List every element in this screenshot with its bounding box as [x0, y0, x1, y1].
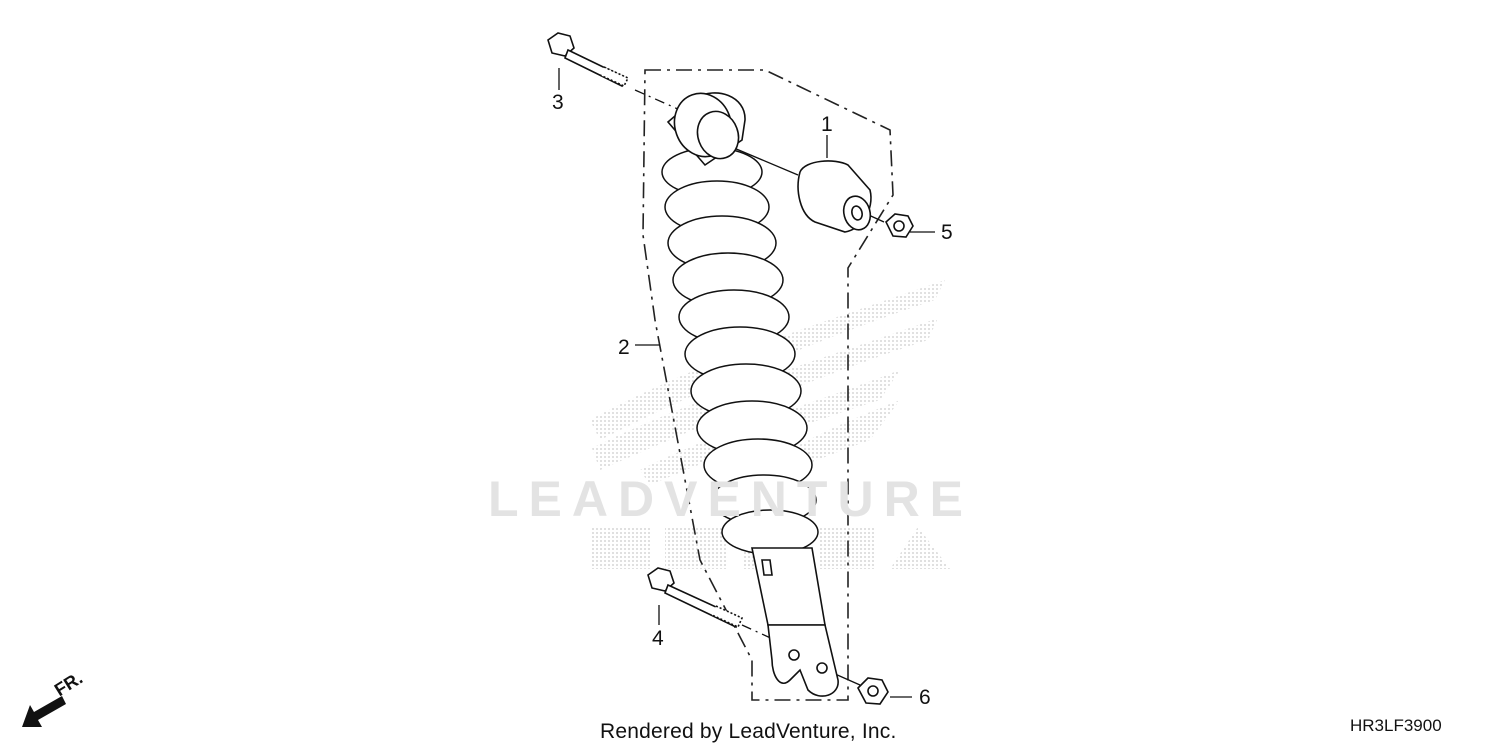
shock-damper-body: [751, 547, 839, 697]
upper-bolt: [547, 32, 630, 88]
callout-6: 6: [919, 686, 931, 709]
rubber-bushing: [797, 160, 872, 233]
callout-2: 2: [618, 336, 630, 359]
callout-4: 4: [652, 627, 664, 650]
assembly-group-outline: [642, 69, 894, 701]
callout-1: 1: [821, 113, 833, 136]
callout-5: 5: [941, 221, 953, 244]
rendered-by-footer: Rendered by LeadVenture, Inc.: [600, 720, 897, 743]
flange-nut-lower: [857, 677, 889, 705]
leadventure-watermark: LEADVENTURE: [488, 471, 974, 527]
shock-spring: [661, 147, 819, 555]
lower-bolt: [647, 567, 744, 629]
callout-3: 3: [552, 91, 564, 114]
shock-top-eye: [666, 92, 746, 167]
flange-nut-upper: [885, 213, 914, 238]
diagram-code: HR3LF3900: [1350, 716, 1442, 735]
front-direction-arrow-icon: [22, 696, 66, 727]
